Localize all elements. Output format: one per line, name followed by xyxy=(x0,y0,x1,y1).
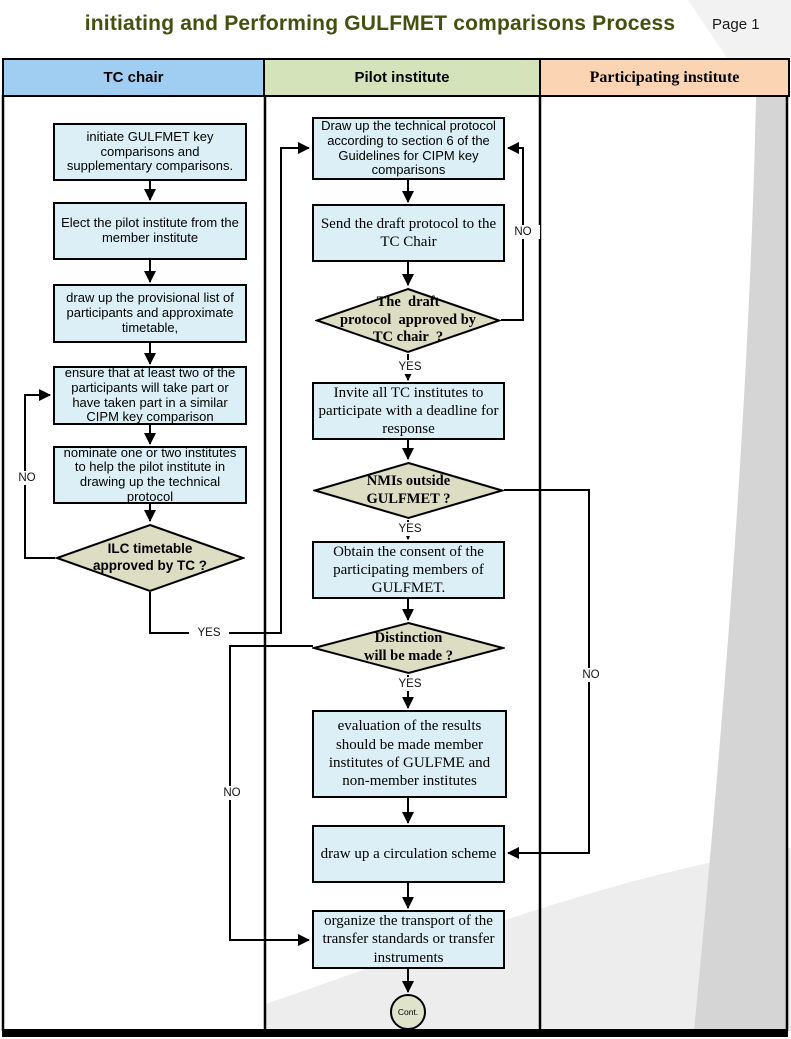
decision-line: protocol approved by xyxy=(339,311,477,328)
connector-ilc-yes-to-protocol xyxy=(149,142,310,634)
decision-text: ILC timetable approved by TC ? xyxy=(55,523,245,593)
decision-text: The draft protocol approved by TC chair … xyxy=(315,287,501,354)
lane-header-tc-chair: TC chair xyxy=(2,58,265,97)
process-send-draft-protocol[interactable]: Send the draft protocol to the TC Chair xyxy=(312,204,505,262)
corner-wedge-shape xyxy=(688,0,791,58)
process-initiate-comparisons[interactable]: initiate GULFMET key comparisons and sup… xyxy=(53,123,247,181)
process-evaluation-results[interactable]: evaluation of the results should be made… xyxy=(312,710,507,798)
edge-label-distinction-yes: YES xyxy=(390,677,430,691)
diamond-shape xyxy=(313,461,504,520)
process-text: evaluation of the results should be made… xyxy=(328,718,491,790)
decision-line: GULFMET ? xyxy=(366,490,451,507)
decision-draft-protocol-approved[interactable]: The draft protocol approved by TC chair … xyxy=(315,287,501,354)
decision-text: NMIs outside GULFMET ? xyxy=(313,461,504,520)
diamond-shape xyxy=(55,523,245,593)
diamond-shape xyxy=(312,621,505,675)
bottom-bar xyxy=(2,1029,788,1037)
decision-line: ILC timetable xyxy=(107,541,193,557)
edge-label-draft-yes: YES xyxy=(390,360,430,374)
process-obtain-consent[interactable]: Obtain the consent of the participating … xyxy=(312,541,505,599)
process-draw-technical-protocol[interactable]: Draw up the technical protocol according… xyxy=(312,117,505,180)
edge-label-ilc-no: NO xyxy=(11,471,43,485)
lane-borders xyxy=(1,95,789,1031)
terminal-cont[interactable]: Cont. xyxy=(390,994,426,1030)
process-text: Obtain the consent of the participating … xyxy=(333,543,484,597)
terminal-text: Cont. xyxy=(397,1007,419,1017)
edge-label-nmis-no: NO xyxy=(575,668,607,682)
process-elect-pilot-institute[interactable]: Elect the pilot institute from the membe… xyxy=(53,202,247,260)
edge-label-ilc-yes: YES xyxy=(189,626,229,640)
page-number: Page 1 xyxy=(712,16,760,33)
process-organize-transport[interactable]: organize the transport of the transfer s… xyxy=(312,910,505,969)
diamond-shape xyxy=(315,287,501,354)
process-text: initiate GULFMET key comparisons and sup… xyxy=(66,128,234,174)
decision-line: approved by TC ? xyxy=(92,558,207,573)
decision-nmis-outside-gulfmet[interactable]: NMIs outside GULFMET ? xyxy=(313,461,504,520)
decision-ilc-timetable-approved[interactable]: ILC timetable approved by TC ? xyxy=(55,523,245,593)
swoosh-shape xyxy=(265,848,791,1031)
process-text: Invite all TC institutes to participate … xyxy=(318,384,499,438)
process-invite-tc-institutes[interactable]: Invite all TC institutes to participate … xyxy=(312,382,505,440)
decision-line: Distinction xyxy=(374,630,443,647)
lane-header-participating-institute: Participating institute xyxy=(539,58,790,97)
decision-line: will be made ? xyxy=(363,648,453,664)
process-ensure-participants[interactable]: ensure that at least two of the particip… xyxy=(53,365,247,425)
edge-label-nmis-yes: YES xyxy=(390,522,430,536)
process-text: draw up a circulation scheme xyxy=(320,845,497,862)
lane-header-pilot-institute: Pilot institute xyxy=(263,58,541,97)
decision-text: Distinction will be made ? xyxy=(312,621,505,675)
decision-line: TC chair ? xyxy=(372,329,444,346)
process-text: Send the draft protocol to the TC Chair xyxy=(320,215,497,250)
process-text: Draw up the technical protocol according… xyxy=(321,118,496,178)
process-text: organize the transport of the transfer s… xyxy=(322,913,495,966)
decision-line: NMIs outside xyxy=(366,472,451,489)
process-text: nominate one or two institutes to help t… xyxy=(63,444,237,504)
process-text: Elect the pilot institute from the membe… xyxy=(61,215,239,245)
process-circulation-scheme[interactable]: draw up a circulation scheme xyxy=(312,825,505,883)
edge-label-distinction-no: NO xyxy=(216,786,248,800)
side-band-shape xyxy=(694,97,788,1031)
process-provisional-list[interactable]: draw up the provisional list of particip… xyxy=(53,284,247,343)
decision-line: The draft xyxy=(376,293,440,310)
decision-distinction-made[interactable]: Distinction will be made ? xyxy=(312,621,505,675)
process-text: draw up the provisional list of particip… xyxy=(66,290,234,335)
edge-label-draft-no: NO xyxy=(506,225,540,239)
process-text: ensure that at least two of the particip… xyxy=(64,365,236,425)
page-title: initiating and Performing GULFMET compar… xyxy=(84,12,676,35)
process-nominate-institutes[interactable]: nominate one or two institutes to help t… xyxy=(53,444,247,504)
